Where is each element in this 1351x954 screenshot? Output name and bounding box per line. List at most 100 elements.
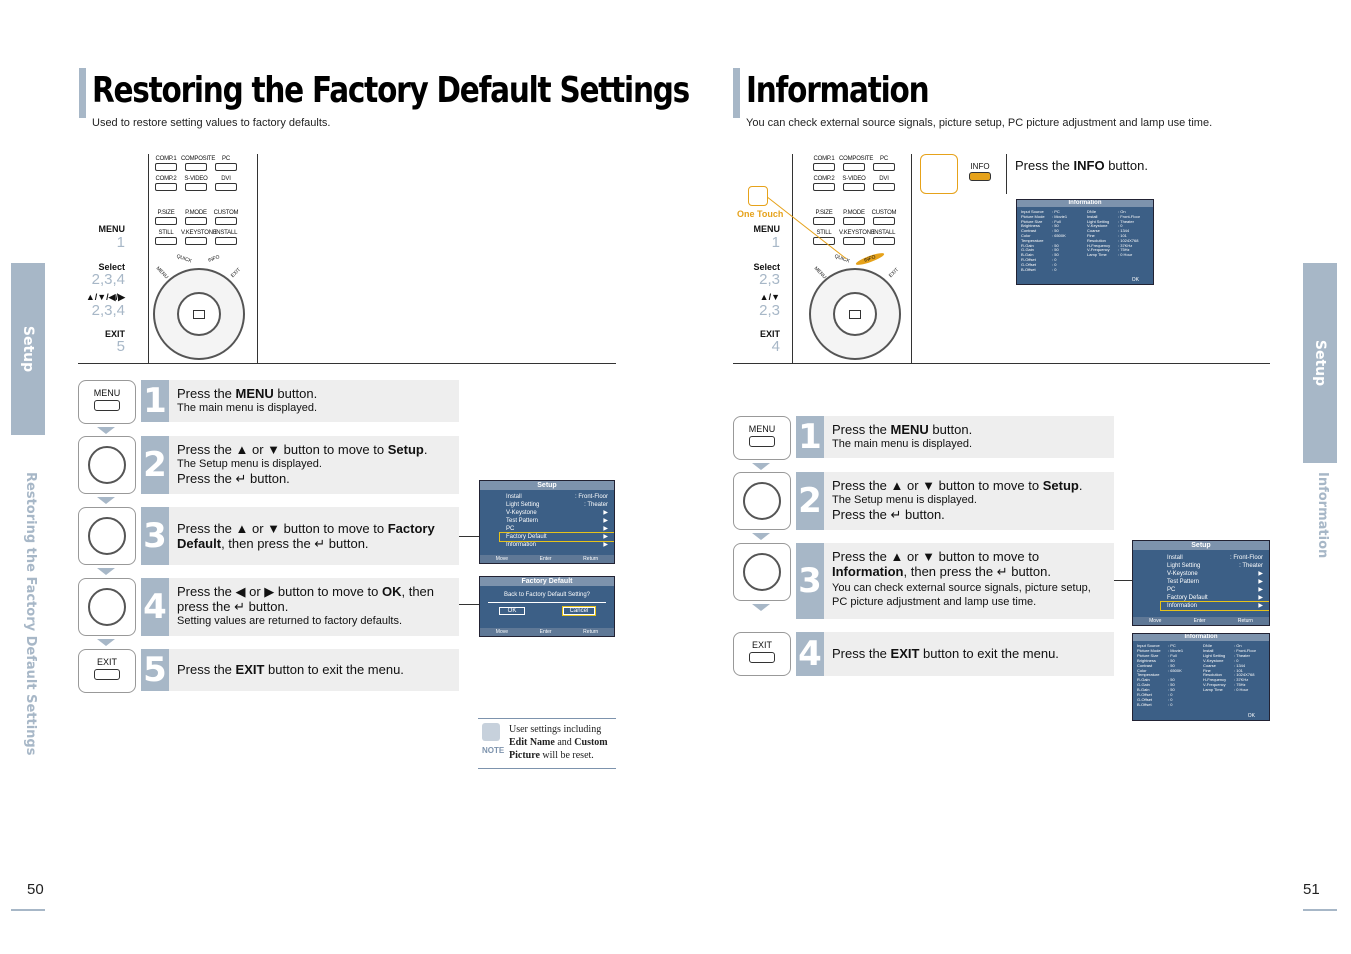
page-title: Information — [746, 70, 930, 111]
osd-info-row: Color Temperature: 6500K — [1137, 667, 1182, 678]
exit-button-icon: EXIT — [78, 649, 136, 693]
step-1: Press the MENU button. The main menu is … — [169, 380, 459, 422]
page-number: 51 — [1303, 881, 1320, 898]
side-tab-setup[interactable]: Setup — [1303, 263, 1337, 463]
remote-label-select: Select — [753, 262, 780, 272]
page-title: Restoring the Factory Default Settings — [92, 70, 690, 111]
arrow-down-icon — [97, 427, 115, 434]
remote-num-arrows: 2,3 — [759, 302, 780, 319]
info-instruction: Press the INFO button. — [1015, 158, 1148, 173]
side-tab-setup[interactable]: Setup — [11, 263, 45, 435]
dpad-icon — [78, 507, 136, 565]
step-2: Press the ▲ or ▼ button to move to Setup… — [169, 436, 459, 494]
osd-info-row: B-Gain: 50 — [1137, 687, 1175, 693]
step-4: Press the EXIT button to exit the menu. — [824, 632, 1114, 676]
menu-button-icon: MENU — [733, 416, 791, 460]
osd-info-row: DNIe: On — [1203, 643, 1242, 648]
step-number: 1 — [141, 380, 169, 422]
osd-info-row: Contrast: 50 — [1021, 228, 1059, 234]
arrow-down-icon — [97, 497, 115, 504]
osd-info-row: B-Offset: 0 — [1021, 266, 1057, 272]
osd-info-row: Picture Mode: Movie1 — [1137, 647, 1184, 653]
connector-line — [459, 604, 479, 605]
remote-label-menu: MENU — [98, 224, 126, 234]
step-number: 2 — [796, 472, 824, 530]
remote-label-arrows: ▲/▼ — [759, 292, 780, 302]
osd-info-row: G-Offset: 0 — [1021, 261, 1057, 267]
pencil-icon — [482, 723, 500, 741]
osd-factory-default: Factory Default Back to Factory Default … — [479, 576, 615, 637]
page-subtitle: Used to restore setting values to factor… — [92, 117, 331, 129]
arrow-down-icon — [97, 639, 115, 646]
page-subtitle: You can check external source signals, p… — [746, 117, 1213, 129]
page-number-rule — [1303, 909, 1337, 911]
step-1: Press the MENU button. The main menu is … — [824, 416, 1114, 458]
remote-num-menu: 1 — [771, 234, 780, 251]
step-number: 5 — [141, 649, 169, 691]
osd-info-row: Fine: 101 — [1203, 667, 1243, 673]
osd-info-row: V-Frequency: 75Hz — [1203, 682, 1246, 688]
exit-button-icon: EXIT — [733, 632, 791, 676]
connector-line — [1114, 580, 1132, 581]
osd-info-row: DNIe: On — [1087, 209, 1126, 214]
osd-info-row: V-Frequency: 75Hz — [1087, 247, 1130, 253]
osd-info-row: R-Offset: 0 — [1137, 692, 1173, 698]
one-touch-hand-icon — [748, 186, 768, 206]
osd-info-row: Light Setting: Theater — [1087, 218, 1134, 224]
dpad-icon — [733, 543, 791, 601]
osd-info-row: V-Keystone: 0 — [1203, 657, 1239, 663]
one-touch-label: One Touch — [737, 209, 784, 219]
dpad-icon — [78, 578, 136, 636]
step-3: Press the ▲ or ▼ button to move to Facto… — [169, 507, 459, 565]
dpad-icon — [78, 436, 136, 494]
arrow-down-icon — [752, 533, 770, 540]
osd-info-row: H-Frequency: 37KHz — [1203, 677, 1249, 683]
dpad — [153, 268, 245, 360]
remote-num-select: 2,3,4 — [91, 271, 125, 288]
step-number: 4 — [141, 578, 169, 636]
step-3: Press the ▲ or ▼ button to move to Infor… — [824, 543, 1114, 619]
osd-info-row: Picture Size: Full — [1021, 218, 1061, 224]
page-number: 50 — [27, 881, 44, 898]
osd-info-row: Coarse: 1344 — [1203, 662, 1246, 668]
osd-info-row: Light Setting: Theater — [1203, 652, 1250, 658]
osd-info-row: Lamp Time: 0 Hour — [1203, 687, 1249, 693]
osd-info-row: Lamp Time: 0 Hour — [1087, 252, 1133, 258]
osd-info-row: B-Offset: 0 — [1137, 701, 1173, 707]
osd-info-row: Coarse: 1344 — [1087, 228, 1130, 234]
remote-label-exit: EXIT — [759, 329, 780, 339]
connector-line — [459, 536, 479, 537]
title-accent-bar — [79, 68, 86, 118]
step-5: Press the EXIT button to exit the menu. — [169, 649, 459, 691]
page-number-rule — [11, 909, 45, 911]
step-2: Press the ▲ or ▼ button to move to Setup… — [824, 472, 1114, 530]
remote-label-menu: MENU — [753, 224, 781, 234]
side-subtitle: Information — [1315, 472, 1330, 559]
osd-setup-menu: Setup Install: Front-Floor Light Setting… — [479, 480, 615, 564]
osd-info-row: Fine: 101 — [1087, 232, 1127, 238]
osd-info-row: Contrast: 50 — [1137, 662, 1175, 668]
arrow-down-icon — [752, 604, 770, 611]
remote-num-arrows: 2,3,4 — [91, 302, 125, 319]
osd-info-row: Color Temperature: 6500K — [1021, 232, 1066, 243]
remote-num-exit: 4 — [771, 338, 780, 355]
step-number: 1 — [796, 416, 824, 458]
side-subtitle: Restoring the Factory Default Settings — [23, 472, 38, 756]
osd-info-row: G-Offset: 0 — [1137, 696, 1173, 702]
remote-illustration: COMP.1 COMPOSITE PC COMP.2 S-VIDEO DVI P… — [148, 154, 258, 363]
remote-num-menu: 1 — [116, 234, 125, 251]
remote-label-exit: EXIT — [104, 329, 125, 339]
arrow-down-icon — [752, 463, 770, 470]
osd-info-row: Resolution: 1024X768 — [1087, 237, 1139, 243]
osd-info-row: Picture Size: Full — [1137, 652, 1177, 658]
osd-info-row: B-Gain: 50 — [1021, 252, 1059, 258]
osd-info-row: Input Source: PC — [1021, 209, 1060, 214]
title-accent-bar — [733, 68, 740, 118]
osd-info-row: Resolution: 1024X768 — [1203, 672, 1255, 678]
osd-info-row: Picture Mode: Movie1 — [1021, 213, 1068, 219]
osd-info-row: H-Frequency: 37KHz — [1087, 242, 1133, 248]
step-number: 4 — [796, 632, 824, 676]
step-number: 3 — [796, 543, 824, 619]
